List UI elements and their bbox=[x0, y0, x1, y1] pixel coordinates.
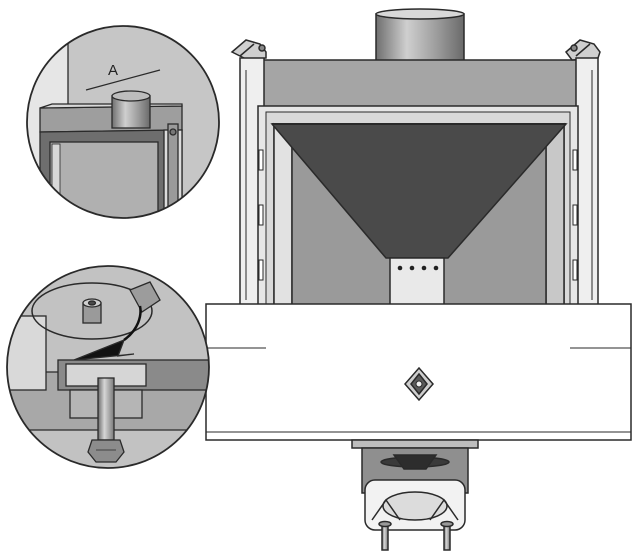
flue-collar bbox=[375, 8, 465, 65]
side-post-right bbox=[575, 57, 599, 309]
mounting-bracket-left bbox=[230, 39, 267, 61]
stud-nut bbox=[82, 298, 102, 324]
detail-view-flue: A bbox=[26, 25, 220, 219]
fireplace-main-view bbox=[205, 8, 632, 551]
callout-line-a bbox=[85, 69, 161, 91]
top-housing bbox=[261, 59, 581, 109]
frame-slots bbox=[258, 149, 578, 281]
adjusting-bolt bbox=[87, 377, 125, 463]
arrow-icon bbox=[73, 338, 135, 361]
mounting-bracket-right bbox=[564, 39, 601, 61]
callout-label-a: A bbox=[108, 62, 118, 79]
air-control-knob bbox=[404, 366, 434, 402]
ash-box-legs bbox=[364, 479, 466, 551]
detail-view-bolt bbox=[6, 265, 210, 469]
